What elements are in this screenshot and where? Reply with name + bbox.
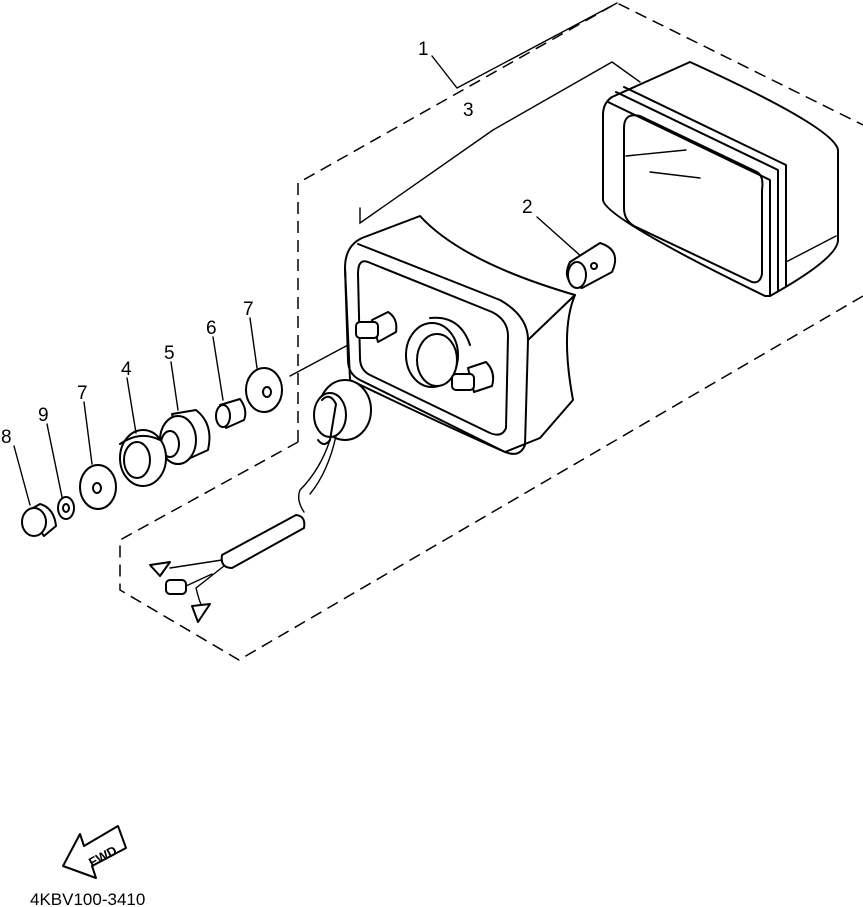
washer-7a xyxy=(79,464,117,510)
callout-4: 4 xyxy=(121,359,132,380)
socket-harness xyxy=(149,379,372,623)
grommet-4 xyxy=(119,429,167,487)
bulb xyxy=(566,242,616,289)
assembly-boundary xyxy=(119,2,863,661)
callout-9: 9 xyxy=(38,405,49,426)
leader-lines xyxy=(289,2,641,377)
washer-7b xyxy=(245,367,283,413)
small-part-leaders xyxy=(13,317,258,506)
callout-7-right: 7 xyxy=(243,299,254,320)
spring-washer-9 xyxy=(57,496,75,520)
drawing-code: 4KBV100-3410 xyxy=(30,890,145,907)
callout-8: 8 xyxy=(1,427,12,448)
callout-7-left: 7 xyxy=(77,383,88,404)
callout-3: 3 xyxy=(463,100,474,121)
collar-6 xyxy=(215,398,247,429)
callout-5: 5 xyxy=(164,343,175,364)
callout-6: 6 xyxy=(206,318,217,339)
grommet-5 xyxy=(159,409,211,465)
callout-2: 2 xyxy=(522,197,533,218)
fwd-arrow-icon: FWD xyxy=(62,825,127,879)
lens-cover xyxy=(602,61,839,297)
callout-1: 1 xyxy=(418,39,429,60)
housing xyxy=(344,215,576,455)
nut-8 xyxy=(21,503,57,537)
